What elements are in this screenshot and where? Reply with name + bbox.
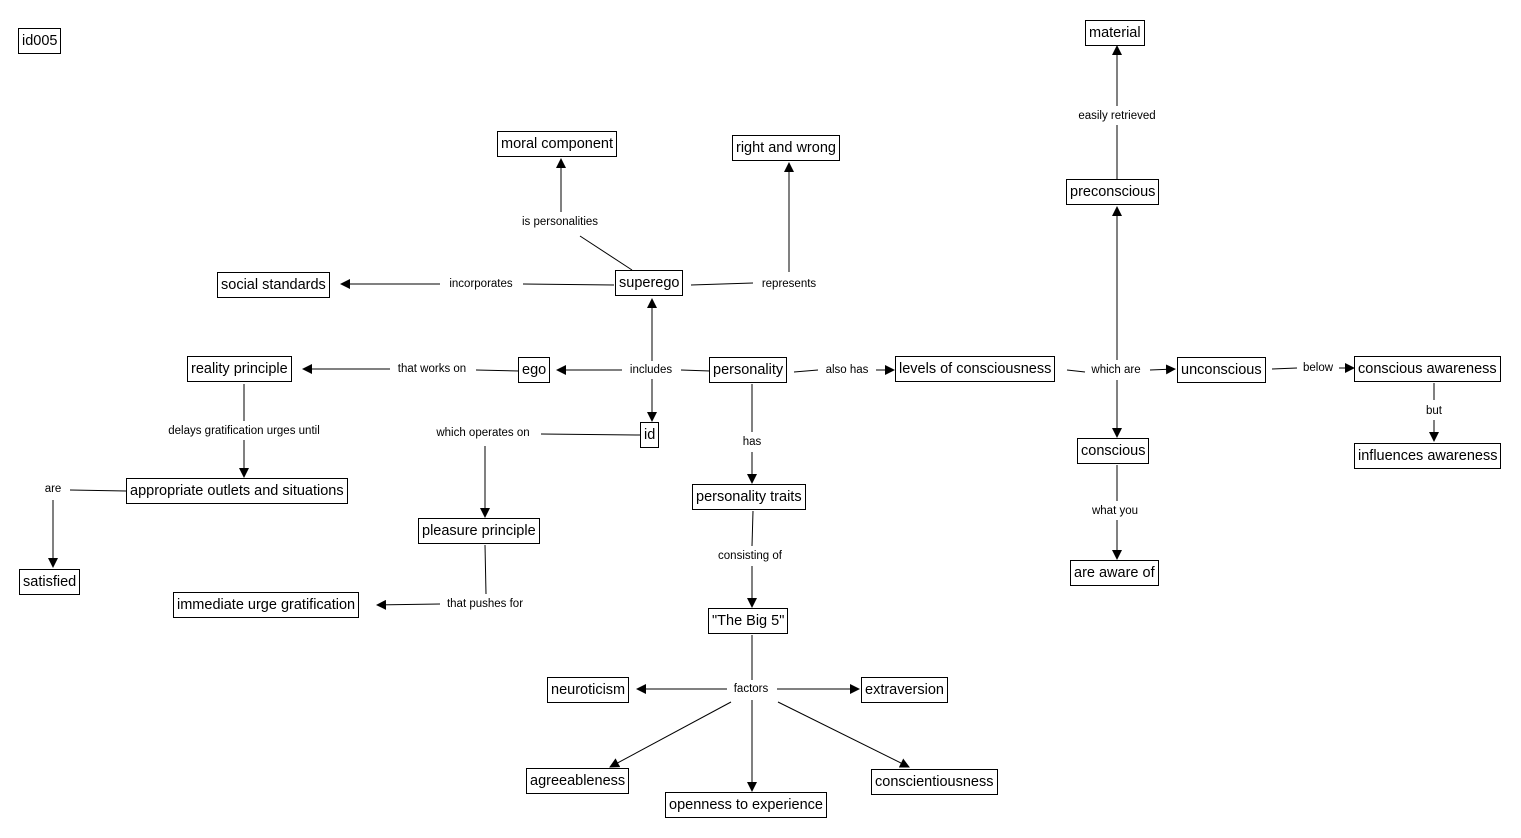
node-agreeableness[interactable]: agreeableness bbox=[526, 768, 630, 794]
link-label-has: has bbox=[740, 435, 764, 449]
link-arrow bbox=[777, 701, 910, 768]
node-immediate-urge-gratification[interactable]: immediate urge gratification bbox=[173, 592, 360, 618]
node-the-big-5[interactable]: "The Big 5" bbox=[708, 608, 789, 634]
node-pleasure-principle[interactable]: pleasure principle bbox=[418, 518, 540, 544]
link-label-which-are: which are bbox=[1089, 363, 1143, 377]
node-unconscious[interactable]: unconscious bbox=[1177, 357, 1266, 383]
node-social-standards[interactable]: social standards bbox=[217, 272, 330, 298]
link-arrow bbox=[609, 701, 732, 768]
node-material[interactable]: material bbox=[1085, 20, 1145, 46]
link-arrow bbox=[1149, 364, 1176, 375]
node-superego[interactable]: superego bbox=[615, 270, 684, 296]
node-moral-component[interactable]: moral component bbox=[497, 131, 618, 157]
link-line bbox=[751, 510, 754, 547]
node-conscious[interactable]: conscious bbox=[1077, 438, 1150, 464]
link-label-are: are bbox=[42, 482, 64, 496]
link-label-is-personalities: is personalities bbox=[519, 215, 601, 229]
node-ego[interactable]: ego bbox=[518, 357, 551, 383]
node-neuroticism[interactable]: neuroticism bbox=[547, 677, 630, 703]
node-preconscious[interactable]: preconscious bbox=[1066, 179, 1160, 205]
link-label-incorporates: incorporates bbox=[447, 277, 515, 291]
link-label-also-has: also has bbox=[823, 363, 871, 377]
link-label-includes: includes bbox=[627, 363, 675, 377]
link-label-below: below bbox=[1300, 361, 1336, 375]
node-personality[interactable]: personality bbox=[709, 357, 788, 383]
link-label-represents: represents bbox=[759, 277, 819, 291]
link-arrow bbox=[376, 599, 441, 610]
link-line bbox=[793, 369, 819, 373]
node-id[interactable]: id bbox=[640, 422, 660, 448]
link-label-that-works-on: that works on bbox=[395, 362, 469, 376]
link-label-what-you: what you bbox=[1089, 504, 1141, 518]
link-line bbox=[1066, 369, 1086, 373]
node-right-and-wrong[interactable]: right and wrong bbox=[732, 135, 840, 161]
link-label-consisting-of: consisting of bbox=[716, 549, 784, 563]
node-personality-traits[interactable]: personality traits bbox=[692, 484, 806, 510]
node-influences-awareness[interactable]: influences awareness bbox=[1354, 443, 1502, 469]
link-label-that-pushes-for: that pushes for bbox=[444, 597, 526, 611]
map-id: id005 bbox=[18, 28, 62, 54]
link-line bbox=[540, 433, 641, 436]
link-line bbox=[690, 282, 754, 286]
node-extraversion[interactable]: extraversion bbox=[861, 677, 948, 703]
node-satisfied[interactable]: satisfied bbox=[19, 569, 81, 595]
node-levels-of-consciousness[interactable]: levels of consciousness bbox=[895, 356, 1056, 382]
node-are-aware-of[interactable]: are aware of bbox=[1070, 560, 1159, 586]
link-line bbox=[484, 544, 487, 595]
node-openness-to-experience[interactable]: openness to experience bbox=[665, 792, 827, 818]
link-line bbox=[69, 489, 127, 492]
node-conscientiousness[interactable]: conscientiousness bbox=[871, 769, 998, 795]
link-label-easily-retrieved: easily retrieved bbox=[1076, 109, 1158, 123]
link-label-which-operates-on: which operates on bbox=[434, 426, 532, 440]
node-conscious-awareness[interactable]: conscious awareness bbox=[1354, 356, 1501, 382]
link-label-but: but bbox=[1424, 404, 1444, 418]
link-line bbox=[475, 369, 520, 372]
link-label-delays: delays gratification urges until bbox=[166, 424, 322, 438]
node-reality-principle[interactable]: reality principle bbox=[187, 356, 292, 382]
node-appropriate-outlets[interactable]: appropriate outlets and situations bbox=[126, 478, 348, 504]
link-line bbox=[579, 235, 633, 271]
link-label-factors: factors bbox=[731, 682, 771, 696]
link-line bbox=[1271, 367, 1298, 370]
link-line bbox=[680, 369, 711, 372]
link-line bbox=[522, 283, 615, 286]
